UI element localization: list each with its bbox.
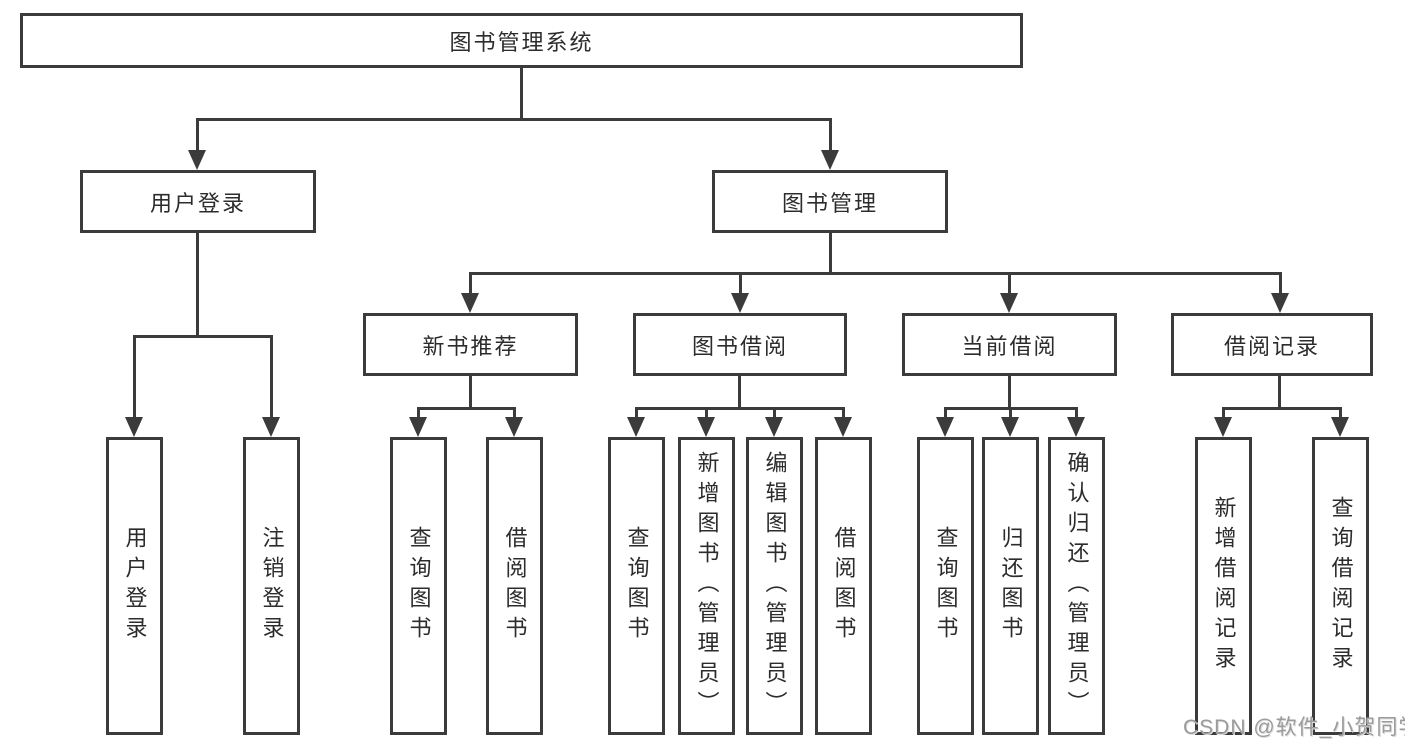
leaf-return-book-label: 归还图书 [998,526,1024,646]
leaf-add-book-admin: 新增图书（管理员） [678,437,735,735]
node-root: 图书管理系统 [20,13,1023,68]
arrowhead-borrow-records [1271,293,1289,313]
arrowhead-book-management [821,150,839,170]
connector-current-borrow-stem [1008,376,1011,407]
arrowhead-leaf-login [125,417,143,437]
connector-book-management-rail [469,272,1282,275]
arrowhead [1214,417,1232,437]
leaf-borrow-book-recommend-label: 借阅图书 [502,526,528,646]
leaf-query-book-current-label: 查询图书 [933,526,959,646]
connector-drop-new-book [469,272,472,295]
leaf-user-login-label: 用户登录 [122,526,148,646]
connector-drop [1222,407,1225,419]
connector-drop [842,407,845,419]
arrowhead-new-book [461,293,479,313]
leaf-borrow-book-label: 借阅图书 [831,526,857,646]
connector-drop-borrow-records [1279,272,1282,295]
connector-drop [417,407,420,419]
node-new-book-recommend-label: 新书推荐 [422,333,519,359]
csdn-watermark: CSDN @软件_小贺同学 [1183,716,1405,739]
node-book-management-label: 图书管理 [781,190,878,216]
leaf-edit-book-admin-label: 编辑图书（管理员） [762,451,788,721]
node-new-book-recommend: 新书推荐 [363,313,578,376]
arrowhead [765,417,783,437]
leaf-confirm-return-admin-label: 确认归还（管理员） [1064,451,1090,721]
connector-drop [1009,407,1012,419]
connector-drop [773,407,776,419]
leaf-query-book-recommend-label: 查询图书 [406,526,432,646]
node-current-borrow-label: 当前借阅 [961,333,1058,359]
arrowhead [627,417,645,437]
connector-drop [705,407,708,419]
arrowhead [409,417,427,437]
leaf-edit-book-admin: 编辑图书（管理员） [746,437,803,735]
leaf-borrow-book-recommend: 借阅图书 [486,437,543,735]
arrowhead-leaf-logout [262,417,280,437]
arrowhead-book-borrow [731,293,749,313]
leaf-return-book: 归还图书 [982,437,1039,735]
node-root-label: 图书管理系统 [449,29,594,55]
leaf-query-book-recommend: 查询图书 [390,437,447,735]
leaf-borrow-book: 借阅图书 [815,437,872,735]
connector-drop [944,407,947,419]
leaf-add-borrow-record-label: 新增借阅记录 [1211,496,1237,676]
node-book-borrow: 图书借阅 [633,313,847,376]
leaf-query-book-current: 查询图书 [917,437,974,735]
connector-root-rail [196,118,832,121]
connector-drop-leaf-login [133,335,136,419]
leaf-query-book-borrow-label: 查询图书 [624,526,650,646]
arrowhead [834,417,852,437]
node-current-borrow: 当前借阅 [902,313,1117,376]
connector-drop [1339,407,1342,419]
leaf-logout: 注销登录 [243,437,300,735]
arrowhead [1001,417,1019,437]
arrowhead [505,417,523,437]
leaf-user-login: 用户登录 [106,437,163,735]
arrowhead [1067,417,1085,437]
connector-drop [513,407,516,419]
leaf-add-book-admin-label: 新增图书（管理员） [694,451,720,721]
connector-drop-book-management [829,118,832,152]
connector-new-book-stem [469,376,472,407]
connector-drop-leaf-logout [270,335,273,419]
node-borrow-records-label: 借阅记录 [1223,333,1320,359]
leaf-query-book-borrow: 查询图书 [608,437,665,735]
arrowhead [697,417,715,437]
arrowhead [1331,417,1349,437]
node-user-login-label: 用户登录 [149,190,246,216]
connector-drop [635,407,638,419]
arrowhead [936,417,954,437]
connector-borrow-records-rail [1222,407,1342,410]
node-book-management: 图书管理 [712,170,948,233]
leaf-query-borrow-record: 查询借阅记录 [1312,437,1369,735]
arrowhead-user-login [188,150,206,170]
connector-book-borrow-rail [635,407,845,410]
connector-user-login-rail [133,335,273,338]
connector-user-login-stem [196,233,199,335]
node-book-borrow-label: 图书借阅 [691,333,788,359]
connector-root-stem [520,68,523,118]
leaf-confirm-return-admin: 确认归还（管理员） [1048,437,1105,735]
node-user-login: 用户登录 [80,170,316,233]
connector-book-borrow-stem [738,376,741,407]
connector-new-book-rail [417,407,516,410]
leaf-query-borrow-record-label: 查询借阅记录 [1328,496,1354,676]
connector-drop-current-borrow [1008,272,1011,295]
connector-drop-user-login [196,118,199,152]
node-borrow-records: 借阅记录 [1171,313,1373,376]
arrowhead-current-borrow [1000,293,1018,313]
connector-drop-book-borrow [739,272,742,295]
leaf-logout-label: 注销登录 [259,526,285,646]
connector-borrow-records-stem [1278,376,1281,407]
connector-book-management-stem [829,233,832,272]
connector-drop [1075,407,1078,419]
leaf-add-borrow-record: 新增借阅记录 [1195,437,1252,735]
